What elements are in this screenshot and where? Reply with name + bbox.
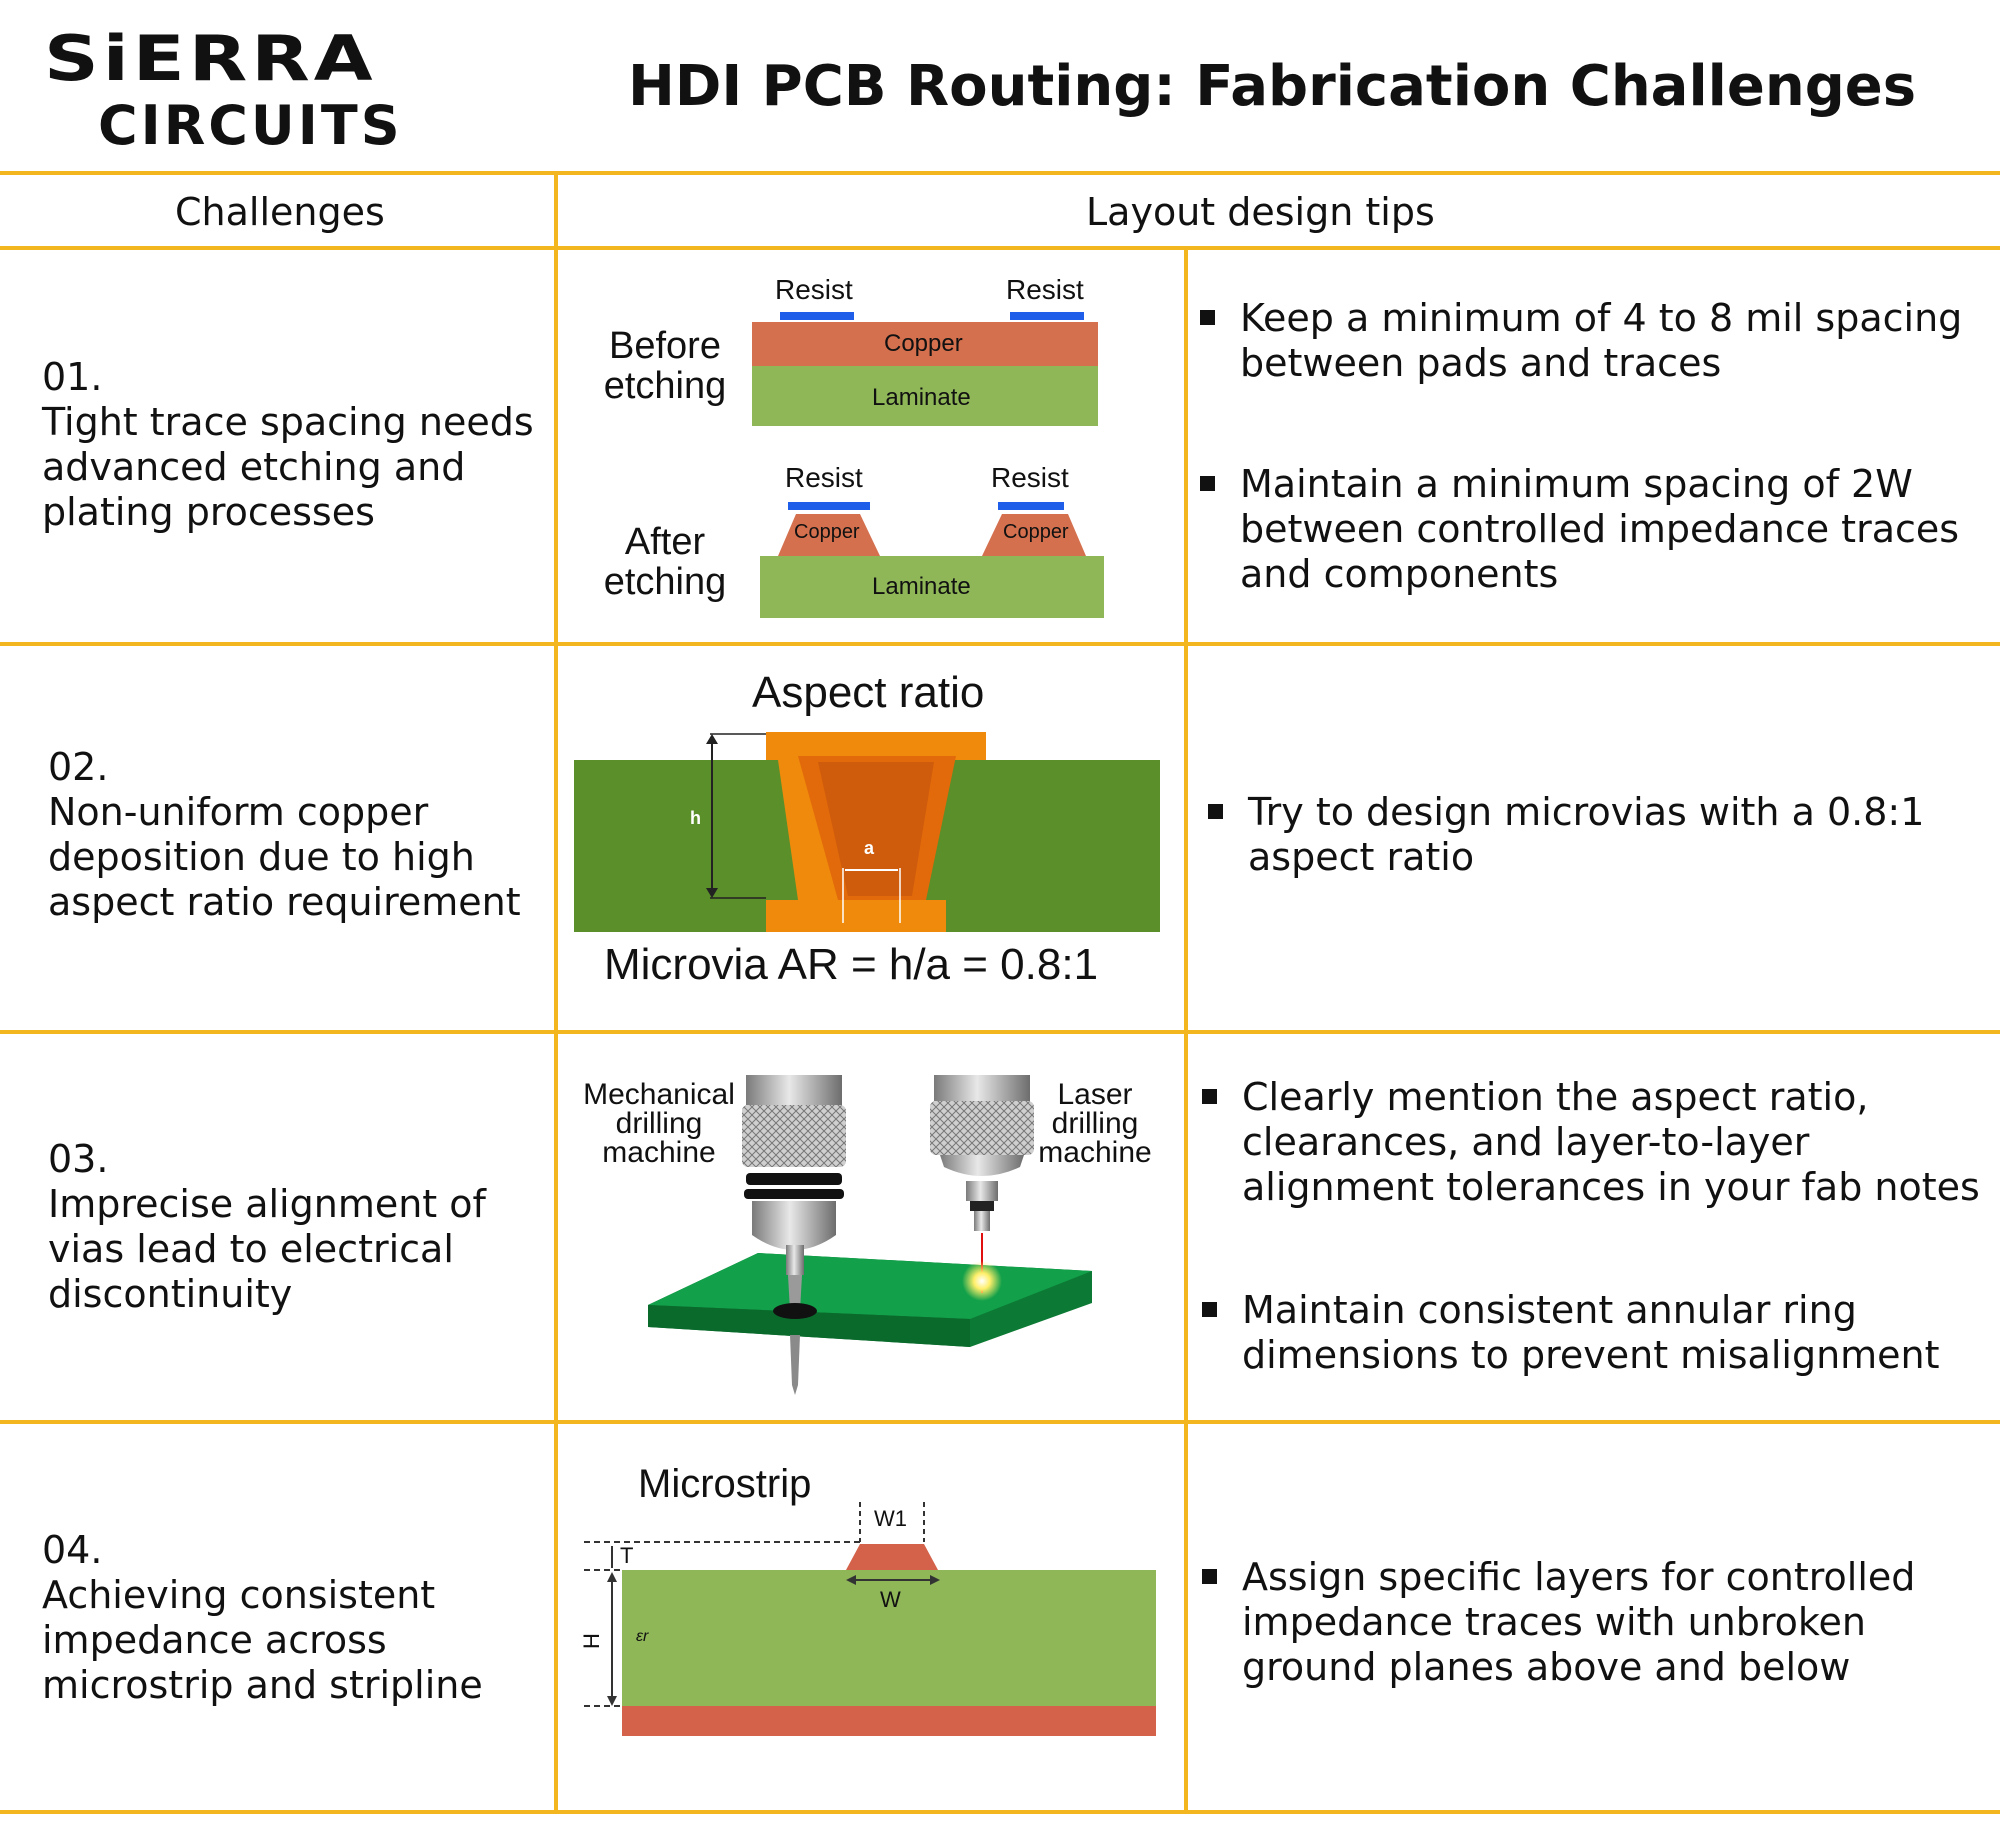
tip-4-1: Assign specific layers for controlled im… [1202, 1555, 1982, 1690]
challenge-2: 02. Non-uniform copper deposition due to… [48, 745, 568, 925]
grid-line-h5 [0, 1420, 2000, 1424]
grid-line-v2 [1184, 246, 1188, 1814]
challenge-number: 03. [48, 1137, 109, 1181]
tip-text: Keep a minimum of 4 to 8 mil spacing bet… [1240, 296, 1963, 385]
aspect-ratio-formula: Microvia AR = h/a = 0.8:1 [604, 940, 1099, 989]
etched-copper [982, 514, 1086, 556]
drilling-illustration [648, 1075, 1092, 1395]
challenge-number: 04. [42, 1528, 103, 1572]
resist-label: Resist [991, 462, 1069, 493]
grid-line-v1 [554, 171, 558, 1814]
ground-plane [622, 1706, 1156, 1736]
challenge-number: 01. [42, 355, 103, 399]
laminate-layer [752, 366, 1098, 426]
challenge-1: 01. Tight trace spacing needs advanced e… [42, 355, 562, 535]
tip-text: Try to design microvias with a 0.8:1 asp… [1248, 790, 1925, 879]
permittivity-label: εr [636, 1628, 649, 1645]
bullet-icon [1202, 1569, 1217, 1584]
resist-strip [788, 502, 870, 510]
laser-drilling-label: Laser drilling machine [1038, 1078, 1152, 1169]
microstrip-cross-section [584, 1502, 1156, 1736]
copper-label: Copper [794, 521, 860, 543]
tip-text: Maintain consistent annular ring dimensi… [1242, 1288, 1940, 1377]
bullet-icon [1200, 310, 1215, 325]
drill-bit [788, 1275, 802, 1311]
laser-spot [962, 1261, 1002, 1301]
bullet-icon [1202, 1302, 1217, 1317]
microvia-cross-section [574, 732, 1160, 932]
mechanical-chuck [746, 1075, 842, 1105]
via-core [818, 762, 934, 896]
challenge-text: Imprecise alignment of vias lead to elec… [48, 1182, 486, 1316]
before-etching-label: Before etching [603, 325, 727, 407]
w-label: W [880, 1587, 901, 1612]
challenge-number: 02. [48, 745, 109, 789]
bullet-icon [1208, 804, 1223, 819]
challenge-text: Achieving consistent impedance across mi… [42, 1573, 483, 1707]
resist-strip [998, 502, 1064, 510]
etched-copper [778, 514, 880, 556]
aspect-ratio-title: Aspect ratio [752, 668, 985, 717]
w1-label: W1 [874, 1506, 907, 1531]
grid-line-h6 [0, 1810, 2000, 1814]
tip-text: Clearly mention the aspect ratio, cleara… [1242, 1075, 1980, 1209]
tip-1-2: Maintain a minimum spacing of 2W between… [1200, 462, 1980, 597]
grid-line-h4 [0, 1030, 2000, 1034]
tip-1-1: Keep a minimum of 4 to 8 mil spacing bet… [1200, 296, 1980, 386]
laminate-layer [760, 556, 1104, 618]
logo-line-1: SiERRA [44, 22, 377, 95]
bullet-icon [1200, 476, 1215, 491]
a-label: a [864, 838, 875, 858]
challenge-3: 03. Imprecise alignment of vias lead to … [48, 1137, 528, 1317]
tip-text: Assign specific layers for controlled im… [1242, 1555, 1916, 1689]
column-header-tips: Layout design tips [1086, 190, 1435, 234]
laser-chuck [934, 1075, 1030, 1101]
h-label: h [690, 808, 701, 828]
resist-strip [1010, 312, 1084, 320]
t-label: T [620, 1543, 634, 1568]
microstrip-title: Microstrip [638, 1462, 812, 1506]
page-title: HDI PCB Routing: Fabrication Challenges [628, 54, 1917, 119]
h-label: H [578, 1633, 604, 1649]
copper-layer [752, 322, 1098, 366]
trace [846, 1544, 938, 1570]
mechanical-drilling-label: Mechanical drilling machine [583, 1078, 735, 1169]
challenge-text: Non-uniform copper deposition due to hig… [48, 790, 521, 924]
bullet-icon [1202, 1089, 1217, 1104]
copper-label: Copper [1003, 521, 1069, 543]
grid-line-h2 [0, 246, 2000, 250]
copper-label: Copper [884, 330, 963, 357]
grid-line-h1 [0, 171, 2000, 175]
resist-strip [780, 312, 854, 320]
etching-layers [752, 312, 1104, 618]
logo-line-2: CIRCUITS [98, 94, 403, 157]
resist-label: Resist [1006, 274, 1084, 305]
challenge-text: Tight trace spacing needs advanced etchi… [42, 400, 534, 534]
grid-line-h3 [0, 642, 2000, 646]
column-header-challenges: Challenges [175, 190, 385, 234]
challenge-4: 04. Achieving consistent impedance acros… [42, 1528, 532, 1708]
tip-3-1: Clearly mention the aspect ratio, cleara… [1202, 1075, 1982, 1210]
tip-3-2: Maintain consistent annular ring dimensi… [1202, 1288, 1982, 1378]
laminate-label: Laminate [872, 573, 971, 600]
tip-text: Maintain a minimum spacing of 2W between… [1240, 462, 1960, 596]
tip-2-1: Try to design microvias with a 0.8:1 asp… [1208, 790, 1988, 880]
resist-label: Resist [785, 462, 863, 493]
resist-label: Resist [775, 274, 853, 305]
dielectric-layer [622, 1570, 1156, 1706]
laminate-label: Laminate [872, 384, 971, 411]
after-etching-label: After etching [603, 521, 727, 603]
